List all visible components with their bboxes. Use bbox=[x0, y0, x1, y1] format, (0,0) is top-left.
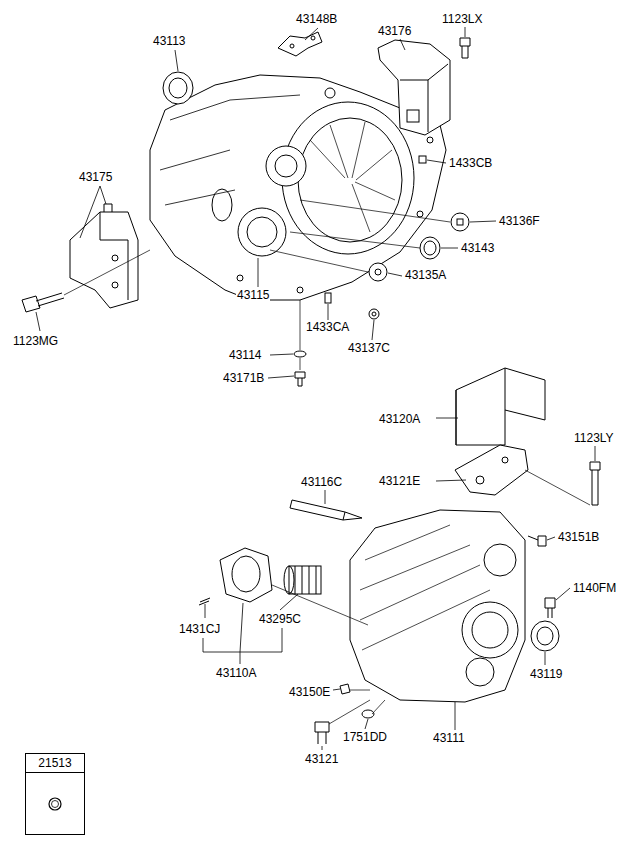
callout-number: 1123LX bbox=[441, 12, 483, 26]
callout-number: 43148B bbox=[295, 12, 338, 26]
callout-number: 43121 bbox=[304, 752, 339, 766]
callout-number: 43175 bbox=[78, 170, 113, 184]
callout-number: 43171B bbox=[222, 371, 265, 385]
callout-number: 1140FM bbox=[572, 581, 617, 595]
callout-number: 43295C bbox=[258, 612, 302, 626]
callout-number: 43143 bbox=[460, 241, 495, 255]
callout-number: 43116C bbox=[300, 475, 343, 489]
callout-number: 1433CB bbox=[448, 156, 493, 170]
callout-number: 1123MG bbox=[12, 334, 59, 348]
callout-number: 43111 bbox=[432, 731, 466, 745]
callout-number: 43115 bbox=[236, 288, 270, 302]
callout-number: 1751DD bbox=[342, 730, 388, 744]
callout-number: 43114 bbox=[228, 348, 262, 362]
callout-number: 43176 bbox=[377, 24, 412, 38]
part-number: 21513 bbox=[26, 754, 84, 773]
callout-number: 43120A bbox=[378, 412, 421, 426]
callout-number: 1433CA bbox=[305, 320, 350, 334]
callout-number: 43121E bbox=[378, 474, 421, 488]
callout-number: 43113 bbox=[152, 34, 186, 48]
callout-number: 43135A bbox=[404, 268, 447, 282]
callout-number: 43110A bbox=[215, 666, 257, 680]
callout-number: 1123LY bbox=[573, 431, 615, 445]
callout-number: 43151B bbox=[557, 530, 600, 544]
callout-number: 43137C bbox=[347, 341, 391, 355]
callout-number: 43119 bbox=[529, 667, 563, 681]
part-box: 21513 bbox=[25, 753, 85, 835]
callout-number: 1431CJ bbox=[178, 622, 221, 636]
callout-number: 43150E bbox=[288, 685, 331, 699]
callout-number: 43136F bbox=[498, 214, 541, 228]
